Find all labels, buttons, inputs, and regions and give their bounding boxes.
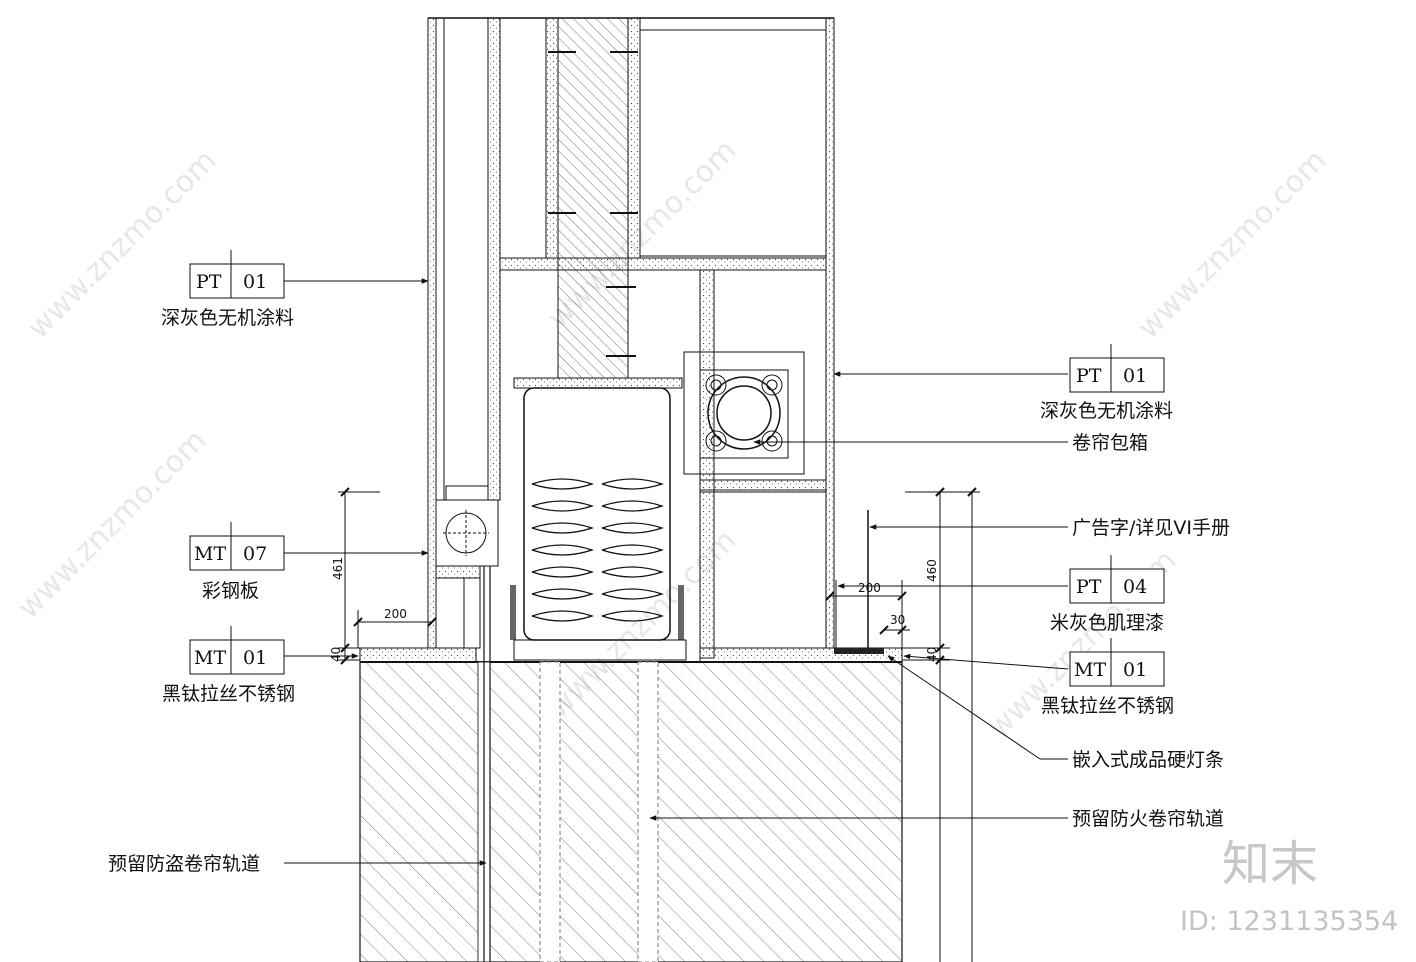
tag-mt07: MT 07 彩钢板 xyxy=(189,522,285,602)
tag-pt01-left: PT 01 深灰色无机涂料 xyxy=(161,250,294,329)
tag-mt01-right: MT 01 黑钛拉丝不锈钢 xyxy=(1041,638,1174,717)
drawing-id: ID: 1231135354 xyxy=(1180,906,1398,937)
tag-code: 01 xyxy=(1123,365,1147,387)
left-wall-finish xyxy=(427,17,437,649)
note-security-shutter-track: 预留防盗卷帘轨道 xyxy=(108,853,260,875)
shutter-coil-left xyxy=(531,478,594,622)
note-shutter-box: 卷帘包箱 xyxy=(1072,432,1148,454)
central-structural-wall xyxy=(557,17,629,379)
tag-code: 01 xyxy=(243,647,267,669)
watermark-text: www.znzmo.com xyxy=(11,423,214,626)
tag-prefix: PT xyxy=(196,271,222,293)
fire-shutter-top-bar xyxy=(513,377,683,389)
note-led-strip: 嵌入式成品硬灯条 xyxy=(1072,749,1224,771)
horizontal-rail xyxy=(499,257,827,271)
right-wall-finish xyxy=(825,17,835,649)
note-fire-shutter-track: 预留防火卷帘轨道 xyxy=(1072,808,1224,830)
wall-anchors xyxy=(548,51,638,357)
tag-prefix: PT xyxy=(1076,576,1102,598)
material-label: 黑钛拉丝不锈钢 xyxy=(162,683,295,705)
roller-bearings xyxy=(705,374,783,452)
note-signage: 广告字/详见VI手册 xyxy=(1072,517,1230,539)
tag-code: 04 xyxy=(1123,576,1147,598)
left-stud-inner xyxy=(445,485,489,501)
brand-logo: 知末 xyxy=(1222,836,1318,892)
tag-code: 01 xyxy=(243,271,267,293)
dimension-lines xyxy=(338,491,980,962)
fire-shutter-bottom-plate xyxy=(513,639,687,661)
tag-mt01-left: MT 01 黑钛拉丝不锈钢 xyxy=(162,626,295,705)
lower-rail xyxy=(699,479,827,493)
dimension-right-height: 460 xyxy=(925,559,939,582)
tag-prefix: MT xyxy=(194,647,226,669)
lower-right-frame xyxy=(713,491,827,649)
material-label: 深灰色无机涂料 xyxy=(161,307,294,329)
left-stud-channel xyxy=(443,17,489,501)
tag-pt01-right: PT 01 深灰色无机涂料 xyxy=(1040,344,1173,422)
shutter-coil-right xyxy=(601,478,664,622)
dimension-right-base: 40 xyxy=(925,647,939,662)
shutter-roller xyxy=(707,376,781,450)
dimension-left-width: 200 xyxy=(384,607,407,621)
material-label: 彩钢板 xyxy=(202,580,259,602)
left-stud-post xyxy=(487,17,501,501)
dimension-right-width: 200 xyxy=(858,581,881,595)
tag-prefix: MT xyxy=(194,543,226,565)
upper-right-frame xyxy=(639,29,827,257)
material-label: 米灰色肌理漆 xyxy=(1050,612,1164,634)
leader-lines xyxy=(284,278,1069,866)
dimension-ticks xyxy=(340,487,977,665)
dimension-left-height: 461 xyxy=(331,557,345,580)
tag-prefix: PT xyxy=(1076,365,1102,387)
shutter-box-housing xyxy=(683,351,805,475)
material-label: 深灰色无机涂料 xyxy=(1040,400,1173,422)
fire-shutter-track-slot xyxy=(539,661,561,962)
material-label: 黑钛拉丝不锈钢 xyxy=(1041,695,1174,717)
tag-code: 01 xyxy=(1123,659,1147,681)
dimension-left-base: 40 xyxy=(329,647,343,662)
watermark-text: www.znzmo.com xyxy=(1131,143,1334,346)
dimension-right-small: 30 xyxy=(890,613,905,627)
fire-shutter-track-slot xyxy=(637,661,659,962)
left-base-steel-plate xyxy=(359,647,477,663)
tag-prefix: MT xyxy=(1074,659,1106,681)
tag-code: 07 xyxy=(243,543,267,565)
tag-pt04: PT 04 米灰色肌理漆 xyxy=(1050,555,1165,634)
base-hatched-mass xyxy=(359,661,903,962)
